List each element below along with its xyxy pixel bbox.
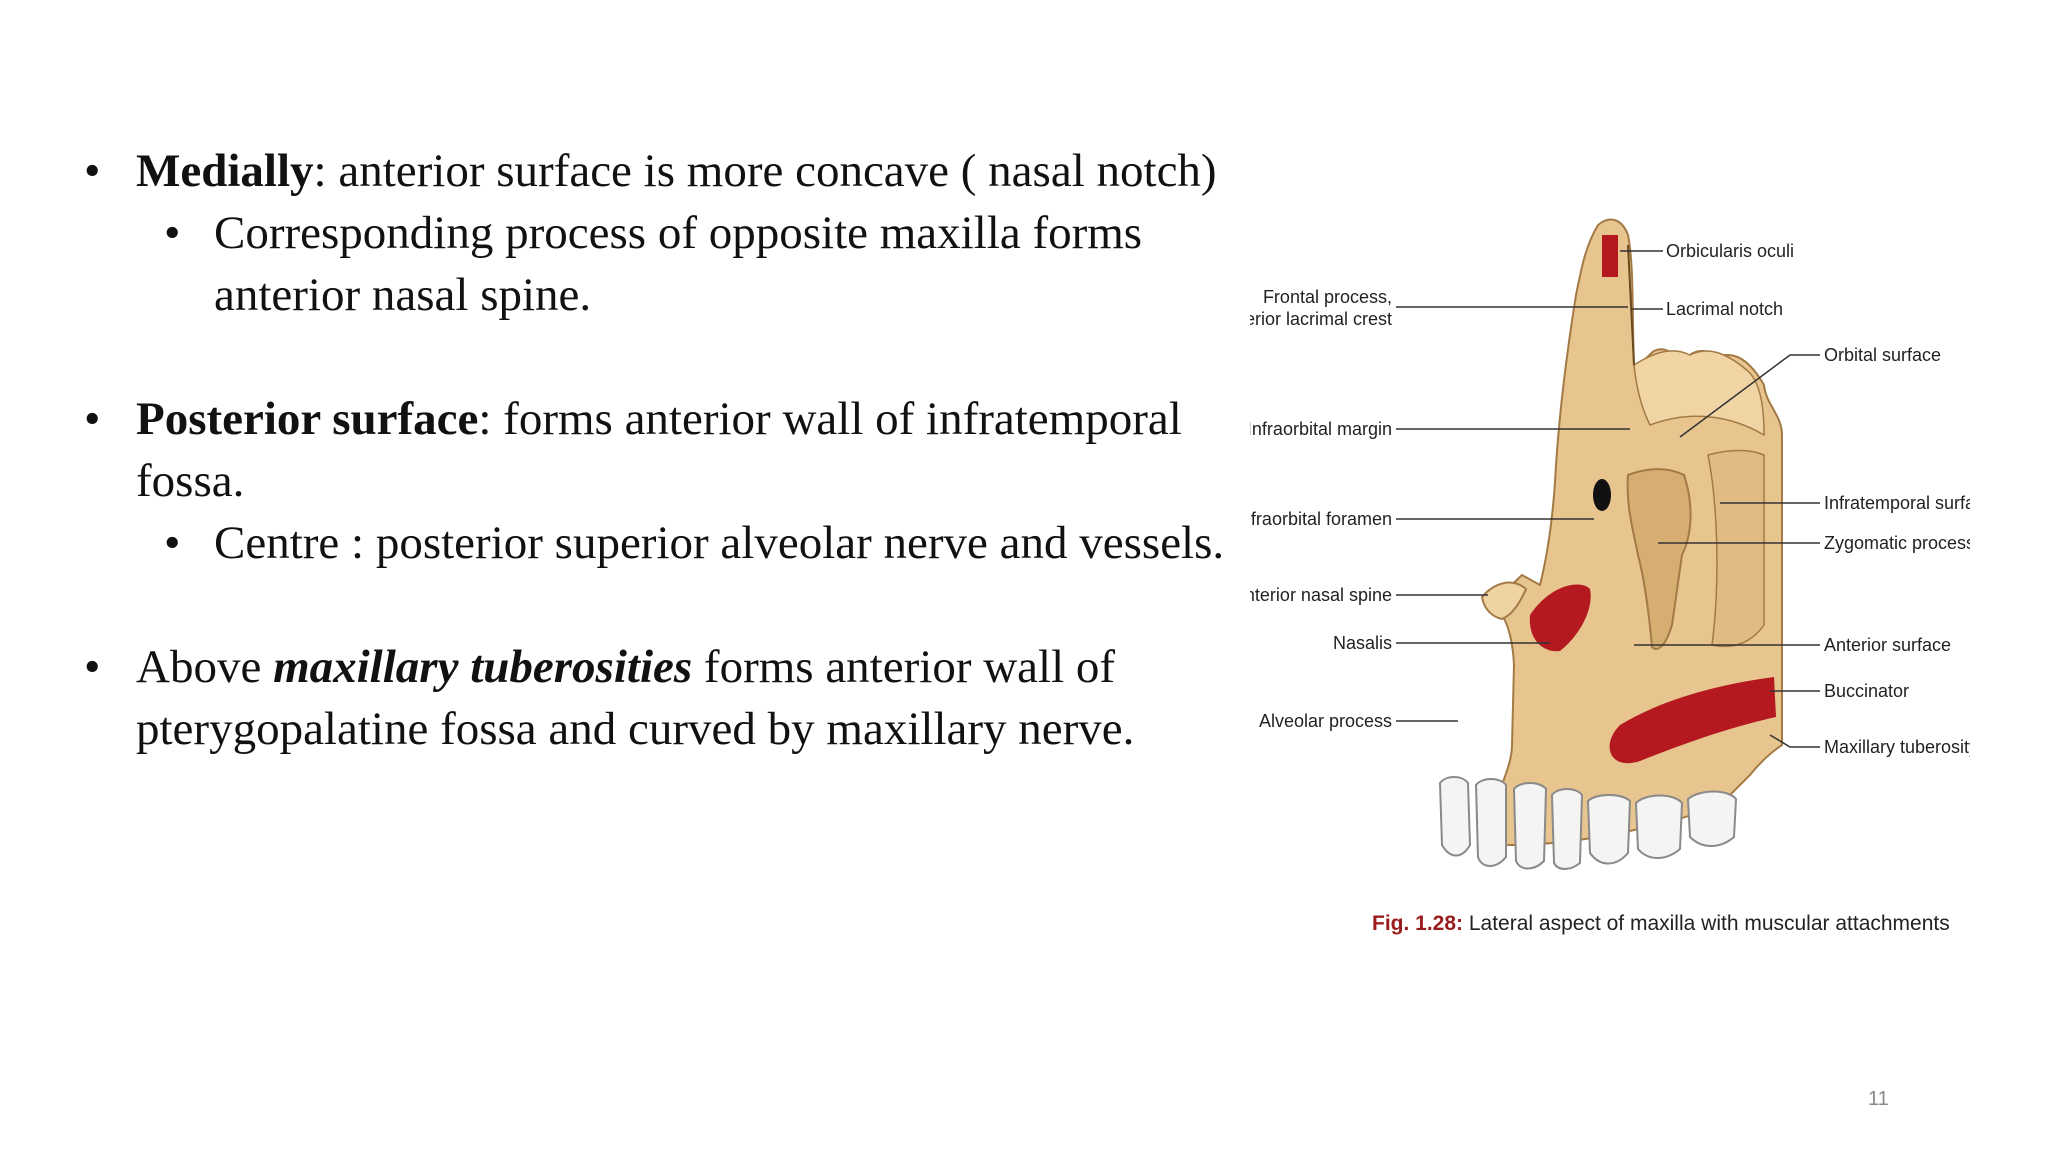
figure-caption-text: Lateral aspect of maxilla with muscular …: [1463, 912, 1950, 935]
leader-lines: [1396, 250, 1820, 748]
tooth: [1686, 790, 1738, 847]
label-infraorbital-foramen: Infraorbital foramen: [1250, 509, 1392, 529]
infratemporal-area: [1707, 449, 1765, 648]
labels-right: Orbicularis oculi Lacrimal notch Orbital…: [1666, 241, 1970, 757]
bullet-posterior-surface-term: Posterior surface: [136, 393, 479, 445]
labels-left: Frontal process, anterior lacrimal crest…: [1250, 287, 1392, 731]
sub-bullet-centre: Centre : posterior superior alveolar ner…: [84, 512, 1234, 574]
tooth: [1438, 776, 1472, 857]
label-nasalis: Nasalis: [1333, 633, 1392, 653]
bullet-medially: Medially: anterior surface is more conca…: [84, 140, 1234, 202]
zygomatic-process: [1626, 468, 1692, 650]
orbicularis-oculi-muscle: [1602, 235, 1618, 277]
label-orbital-surface: Orbital surface: [1824, 345, 1941, 365]
figure-caption: Fig. 1.28: Lateral aspect of maxilla wit…: [1372, 912, 1950, 936]
tooth: [1586, 794, 1632, 865]
tooth: [1512, 782, 1548, 870]
label-infratemporal-surface: Infratemporal surface: [1824, 493, 1970, 513]
label-infraorbital-margin: Infraorbital margin: [1250, 419, 1392, 439]
bullet-tuberosities-term: maxillary tuberosities: [273, 641, 693, 693]
label-anterior-nasal-spine: Anterior nasal spine: [1250, 585, 1392, 605]
bullet-maxillary-tuberosities: Above maxillary tuberosities forms anter…: [84, 636, 1234, 760]
spacer: [84, 574, 1234, 636]
label-buccinator: Buccinator: [1824, 681, 1909, 701]
figure-caption-number: Fig. 1.28:: [1372, 912, 1464, 935]
buccinator-muscle: [1609, 677, 1776, 764]
label-orbicularis-oculi: Orbicularis oculi: [1666, 241, 1794, 261]
label-anterior-lacrimal-crest: anterior lacrimal crest: [1250, 309, 1392, 329]
label-alveolar-process: Alveolar process: [1259, 711, 1392, 731]
label-frontal-process: Frontal process,: [1263, 287, 1392, 307]
page-number: 11: [1868, 1088, 1889, 1110]
label-lacrimal-notch: Lacrimal notch: [1666, 299, 1783, 319]
label-zygomatic-process: Zygomatic process: [1824, 533, 1970, 553]
slide-text-body: Medially: anterior surface is more conca…: [84, 140, 1234, 760]
bullet-tuberosities-text: forms anterior wall of pterygopalatine f…: [136, 641, 1135, 755]
lacrimal-notch: [1627, 244, 1635, 366]
teeth: [1438, 776, 1738, 870]
spacer: [84, 326, 1234, 388]
infraorbital-foramen: [1593, 479, 1611, 511]
tooth: [1634, 794, 1684, 859]
bullet-posterior-surface-text: : forms anterior wall of infratemporal f…: [136, 393, 1182, 507]
tooth: [1474, 778, 1507, 867]
label-anterior-surface: Anterior surface: [1824, 635, 1951, 655]
tooth: [1550, 788, 1584, 870]
nasalis-muscle: [1529, 584, 1591, 652]
bullet-medially-term: Medially: [136, 145, 314, 197]
maxilla-figure: Frontal process, anterior lacrimal crest…: [1250, 205, 1970, 965]
label-maxillary-tuberosity: Maxillary tuberosity: [1824, 737, 1970, 757]
anterior-nasal-spine: [1480, 581, 1528, 621]
bullet-medially-text: : anterior surface is more concave ( nas…: [313, 145, 1217, 197]
orbital-surface: [1633, 350, 1765, 437]
bullet-posterior-surface: Posterior surface: forms anterior wall o…: [84, 388, 1234, 512]
bullet-tuberosities-pre: Above: [136, 641, 274, 693]
maxilla-illustration: Frontal process, anterior lacrimal crest…: [1250, 218, 1970, 870]
sub-bullet-opposite-maxilla: Corresponding process of opposite maxill…: [84, 202, 1234, 326]
